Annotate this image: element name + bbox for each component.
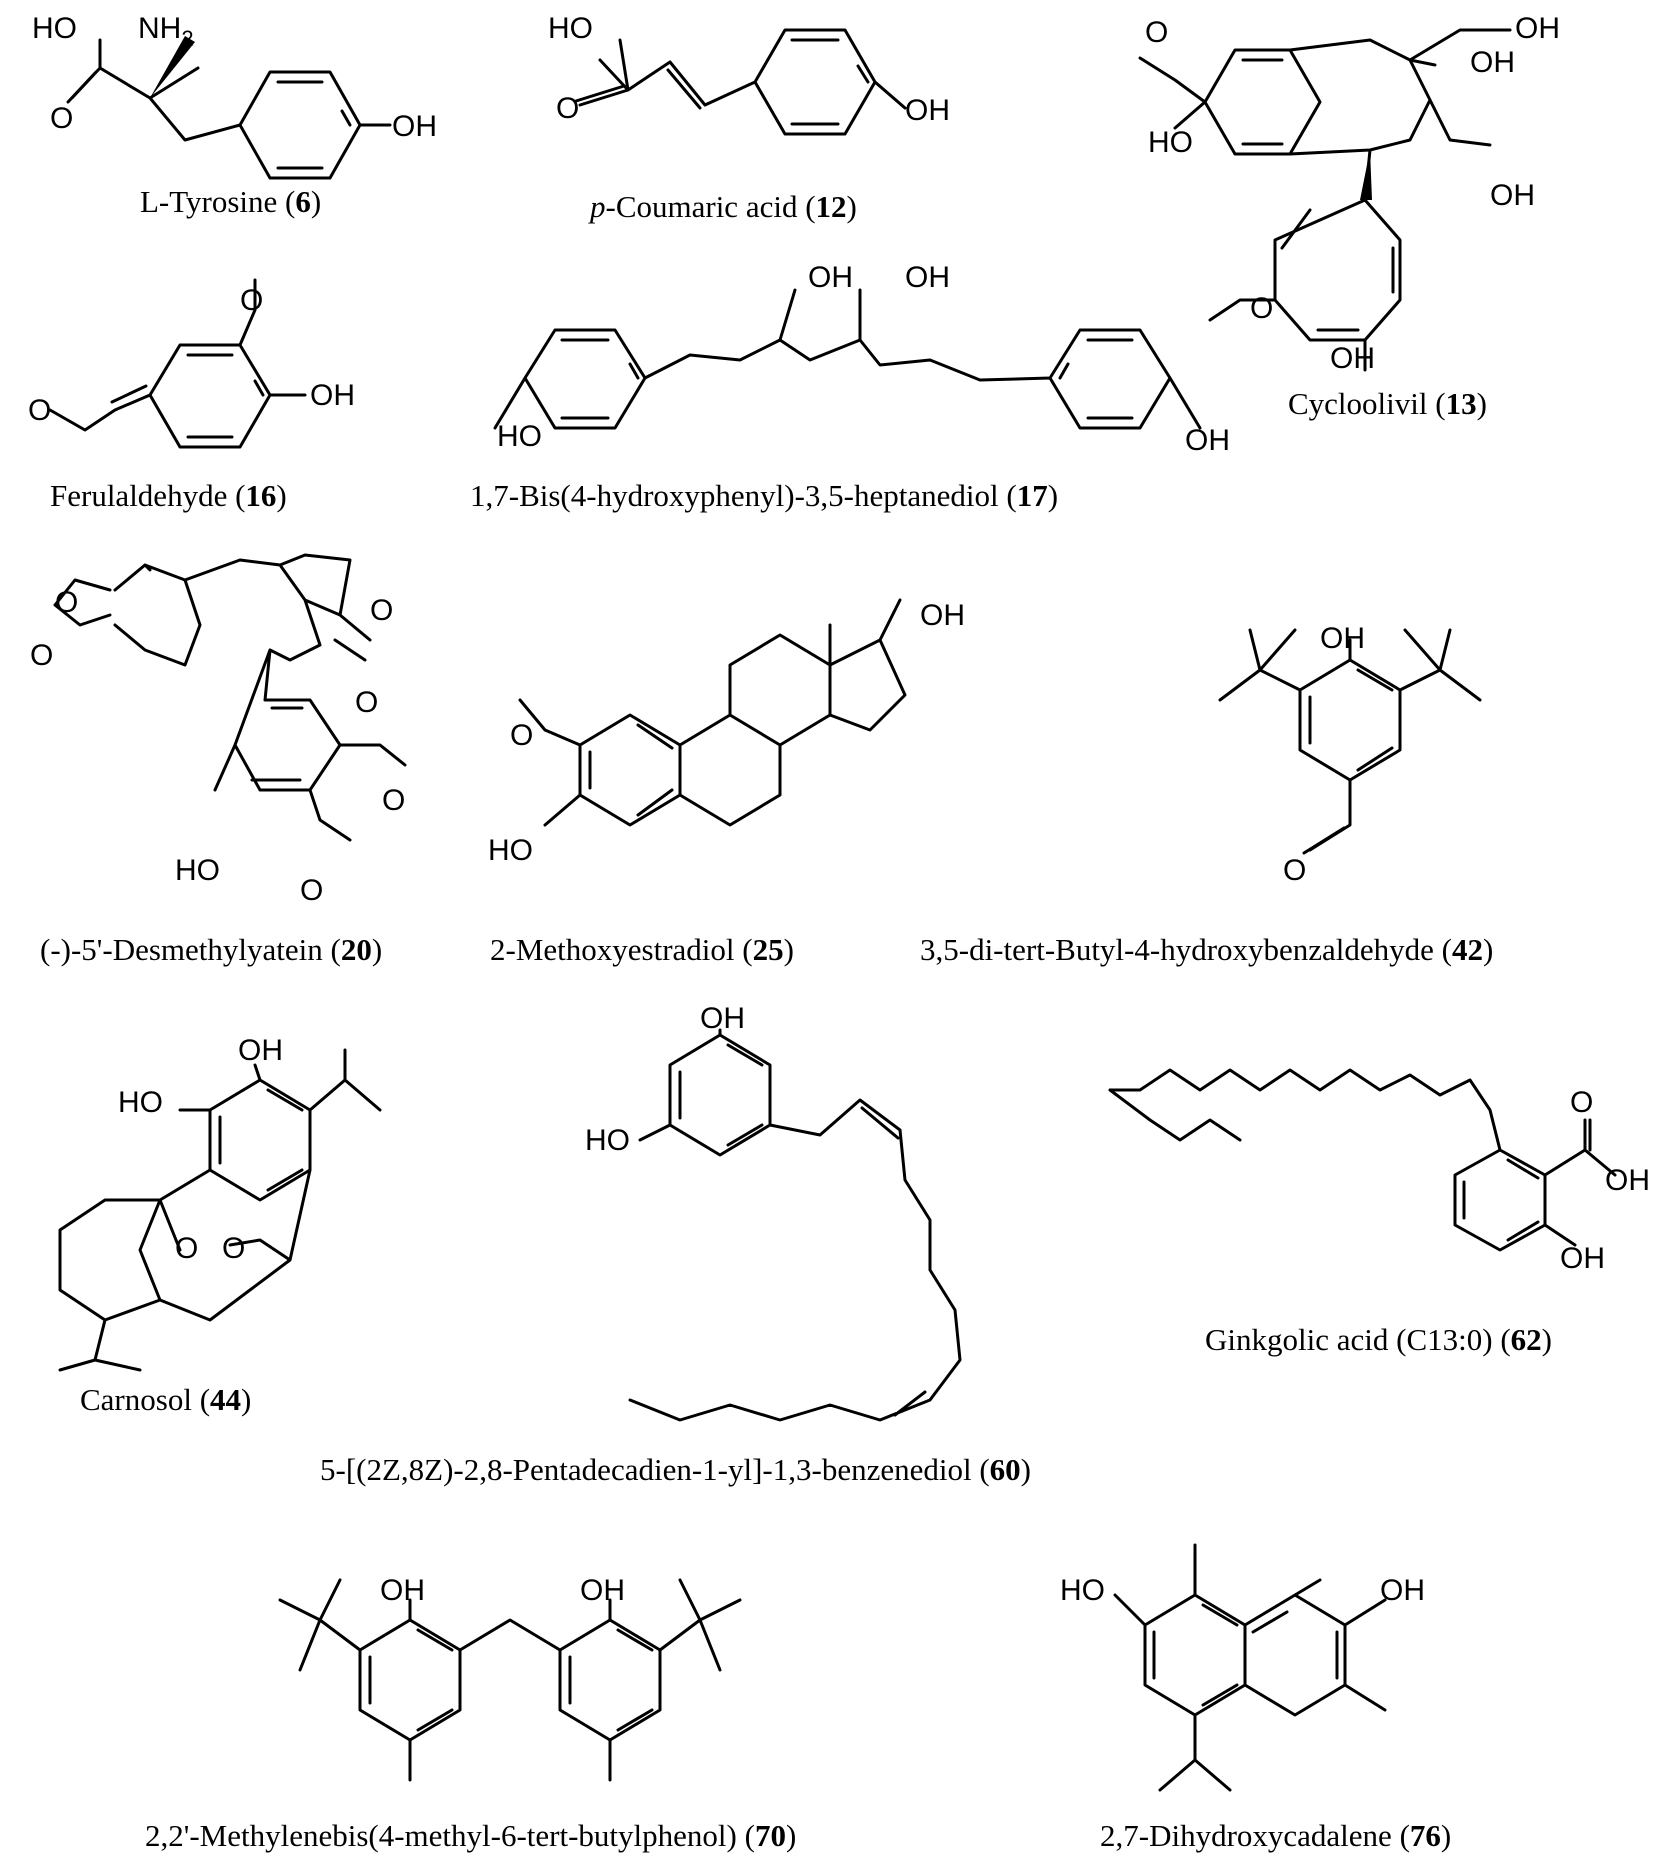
atom-label: OH [905,261,950,294]
atom-label: O [175,1232,198,1265]
structure-ferulaldehyde: O O OH [28,278,355,449]
atom-label: OH [392,110,437,143]
compound-label-ferulaldehyde: Ferulaldehyde (16) [50,478,287,513]
atom-label: O [556,92,579,125]
atom-label: OH [1330,342,1375,375]
atom-label: OH [905,94,950,127]
atom-label: OH [380,1574,425,1607]
atom-label: O [1570,1086,1593,1119]
structure-bis-hydroxyphenyl-heptanediol: OH OH HO OH [493,261,1230,457]
structure-carnosol: OH HO O O [58,1034,382,1372]
structure-l-tyrosine: HO NH2 O OH [32,12,437,180]
compound-label-pentadecadienyl-benzenediol: 5-[(2Z,8Z)-2,8-Pentadecadien-1-yl]-1,3-b… [320,1452,1031,1487]
atom-label: O [50,102,73,135]
atom-label: HO [1060,1574,1105,1607]
atom-label: O [382,784,405,817]
atom-label: O [355,686,378,719]
atom-label: O [55,586,78,619]
structure-di-tert-butyl-hydroxybenzaldehyde: OH O [1218,622,1482,887]
atom-label: OH [1515,12,1560,45]
compound-label-cycloolivil: Cycloolivil (13) [1288,386,1487,421]
atom-label: O [510,719,533,752]
atom-label: O [300,874,323,907]
atom-label: OH [920,599,965,632]
atom-label: OH [1320,622,1365,655]
atom-label: OH [1470,46,1515,79]
atom-label: O [1283,854,1306,887]
compound-label-bis-hydroxyphenyl-heptanediol: 1,7-Bis(4-hydroxyphenyl)-3,5-heptanediol… [470,478,1058,513]
atom-label: OH [1490,179,1535,212]
atom-label: OH [1605,1164,1650,1197]
atom-label: HO [32,12,77,45]
atom-label: HO [1148,126,1193,159]
structure-p-coumaric-acid: HO O OH [548,12,950,136]
atom-label: O [1250,292,1273,325]
compound-label-methylenebis-phenol: 2,2'-Methylenebis(4-methyl-6-tert-butylp… [145,1818,796,1853]
atom-label: HO [175,854,220,887]
atom-label: HO [118,1086,163,1119]
atom-label: O [370,594,393,627]
compound-label-carnosol: Carnosol (44) [80,1382,251,1417]
compound-label-p-coumaric-acid: p-Coumaric acid (12) [588,189,857,224]
atom-label: HO [497,420,542,453]
structure-desmethylyatein: O O O O O HO O [30,553,407,907]
structure-cycloolivil: O OH OH HO OH O OH [1138,12,1560,375]
atom-label: OH [238,1034,283,1067]
atom-label: O [240,284,263,317]
atom-label: O [30,639,53,672]
atom-label: OH [1380,1574,1425,1607]
atom-label: OH [1185,424,1230,457]
structure-2-methoxyestradiol: OH O HO [488,598,965,867]
atom-label: OH [310,379,355,412]
atom-label: HO [585,1124,630,1157]
atom-label: HO [488,834,533,867]
compound-label-desmethylyatein: (-)-5'-Desmethylyatein (20) [40,932,382,967]
compound-label-2-methoxyestradiol: 2-Methoxyestradiol (25) [490,932,794,967]
atom-label: OH [580,1574,625,1607]
atom-label: O [28,394,51,427]
atom-label: OH [700,1002,745,1035]
atom-label: NH2 [138,12,194,51]
compound-label-dihydroxycadalene: 2,7-Dihydroxycadalene (76) [1100,1818,1451,1853]
atom-label: OH [1560,1242,1605,1275]
atom-label: O [222,1232,245,1265]
atom-label: O [1145,16,1168,49]
compound-label-ginkgolic-acid: Ginkgolic acid (C13:0) (62) [1205,1322,1552,1357]
structure-ginkgolic-acid: O OH OH [1108,1068,1650,1275]
compound-label-l-tyrosine: L-Tyrosine (6) [140,184,321,219]
structure-pentadecadienyl-benzenediol: OH HO [585,1002,962,1422]
atom-label: OH [808,261,853,294]
structure-dihydroxycadalene: HO OH [1060,1543,1425,1792]
structure-methylenebis-phenol: OH OH [278,1574,742,1782]
compound-label-di-tert-butyl-hydroxybenzaldehyde: 3,5-di-tert-Butyl-4-hydroxybenzaldehyde … [920,932,1493,967]
atom-label: HO [548,12,593,45]
